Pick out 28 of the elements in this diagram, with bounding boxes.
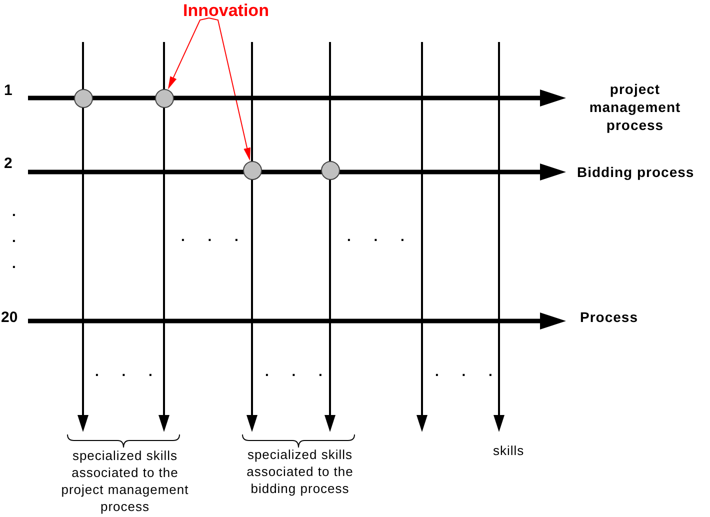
curly-brace	[67, 434, 180, 448]
process-label: Process	[580, 308, 638, 326]
skill-arrow	[494, 42, 504, 432]
row-number: 1	[4, 82, 12, 99]
skill-arrow	[324, 42, 336, 432]
ellipsis: . . .	[12, 202, 17, 273]
skill-caption: specialized skills associated to the bidding process	[246, 446, 354, 497]
leader-arrow	[208, 18, 250, 161]
row-number: 2	[4, 155, 12, 172]
annotation-label: Innovation	[182, 4, 270, 18]
leader-arrow	[168, 18, 210, 90]
row-number: 20	[1, 309, 18, 326]
process-label: Bidding process	[577, 163, 694, 181]
ellipsis: . . .	[181, 229, 238, 243]
curly-brace	[242, 434, 355, 448]
process-arrow	[28, 164, 566, 180]
process-label: project management process	[580, 80, 690, 134]
ellipsis: . . .	[265, 364, 322, 378]
ellipsis: . . .	[435, 364, 492, 378]
skill-arrow	[246, 42, 258, 432]
skill-arrow	[78, 42, 88, 432]
process-arrow	[28, 312, 566, 330]
skill-caption: specialized skills associated to the project management process	[60, 447, 190, 515]
ellipsis: . . .	[347, 229, 404, 243]
process-arrow	[28, 90, 566, 106]
ellipsis: . . .	[95, 364, 152, 378]
skill-arrow	[158, 42, 170, 432]
skill-label: skills	[493, 442, 524, 459]
